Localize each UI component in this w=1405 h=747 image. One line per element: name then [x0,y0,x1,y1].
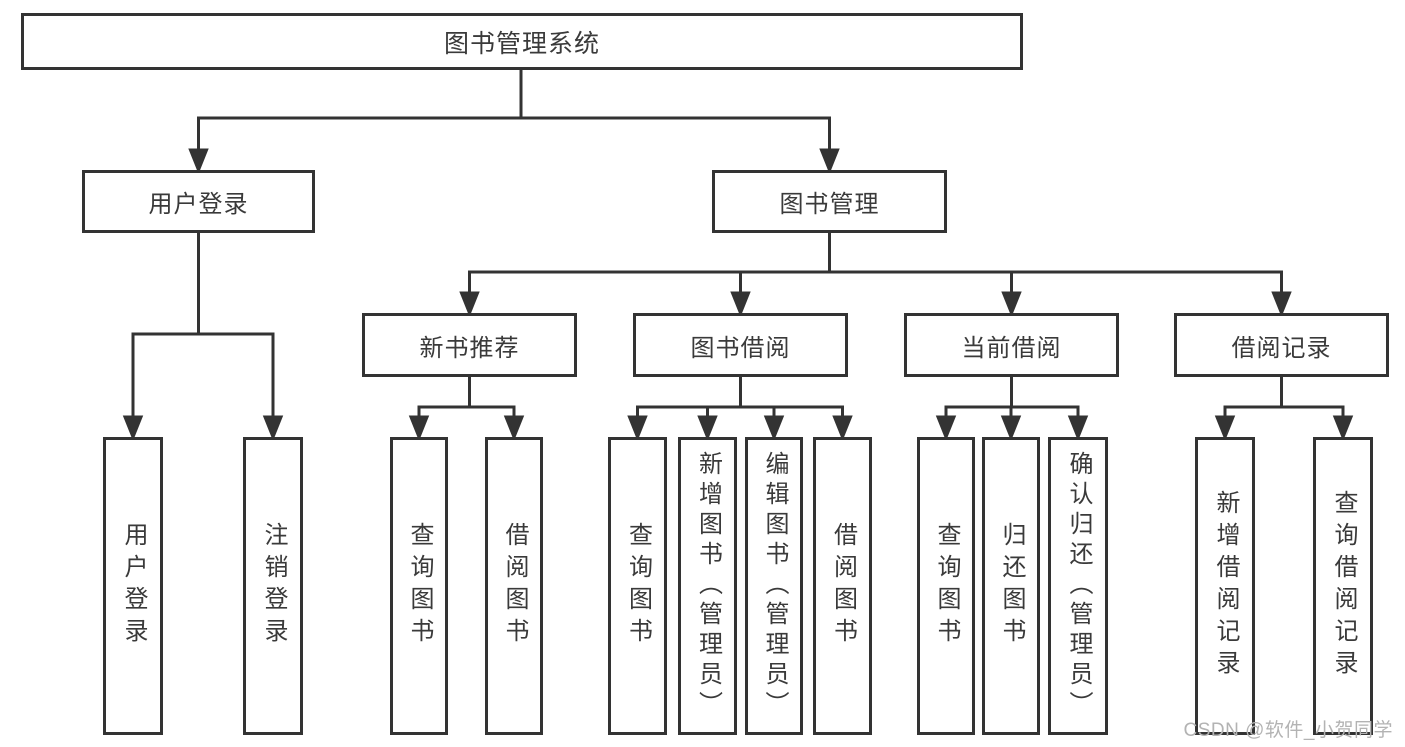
node-book-management-label: 图书管理 [779,191,880,218]
node-user-login-label: 用户登录 [148,191,249,218]
leaf-query-borrow-record-label: 查询借阅记录 [1330,490,1357,682]
leaf-confirm-return-admin: 确认归还（管理员） [1048,437,1108,735]
leaf-user-login-label: 用户登录 [120,522,147,650]
node-root-label: 图书管理系统 [443,29,600,58]
leaf-add-books-admin: 新增图书（管理员） [678,437,737,735]
node-new-book-recommendation-label: 新书推荐 [419,334,520,362]
leaf-logout: 注销登录 [243,437,303,735]
leaf-newbooks-query-books: 查询图书 [390,437,448,735]
leaf-edit-books-admin-label: 编辑图书（管理员） [761,451,788,721]
leaf-current-query-books-label: 查询图书 [933,522,960,650]
leaf-newbooks-borrow-books: 借阅图书 [485,437,543,735]
leaf-newbooks-query-books-label: 查询图书 [406,522,433,650]
node-user-login: 用户登录 [82,170,315,233]
leaf-return-books: 归还图书 [982,437,1040,735]
node-borrowing-records: 借阅记录 [1174,313,1389,377]
leaf-edit-books-admin: 编辑图书（管理员） [745,437,803,735]
leaf-current-query-books: 查询图书 [917,437,975,735]
leaf-user-login: 用户登录 [103,437,163,735]
node-current-borrowing-label: 当前借阅 [961,334,1062,362]
leaf-borrowing-borrow-books: 借阅图书 [813,437,872,735]
node-root: 图书管理系统 [21,13,1023,70]
node-book-borrowing-label: 图书借阅 [690,334,791,362]
leaf-query-borrow-record: 查询借阅记录 [1313,437,1373,735]
leaf-borrowing-borrow-books-label: 借阅图书 [829,522,857,650]
leaf-confirm-return-admin-label: 确认归还（管理员） [1065,451,1092,721]
leaf-logout-label: 注销登录 [260,522,287,650]
node-borrowing-records-label: 借阅记录 [1231,334,1332,362]
node-new-book-recommendation: 新书推荐 [362,313,577,377]
leaf-add-borrow-record-label: 新增借阅记录 [1212,490,1239,682]
node-book-borrowing: 图书借阅 [633,313,848,377]
node-current-borrowing: 当前借阅 [904,313,1119,377]
leaf-borrowing-query-books-label: 查询图书 [624,522,652,650]
leaf-add-books-admin-label: 新增图书（管理员） [694,451,722,721]
leaf-newbooks-borrow-books-label: 借阅图书 [501,522,528,650]
leaf-return-books-label: 归还图书 [998,522,1025,650]
leaf-add-borrow-record: 新增借阅记录 [1195,437,1255,735]
node-book-management: 图书管理 [712,170,947,233]
csdn-watermark: CSDN @软件_小贺同学 [1183,720,1393,741]
leaf-borrowing-query-books: 查询图书 [608,437,667,735]
